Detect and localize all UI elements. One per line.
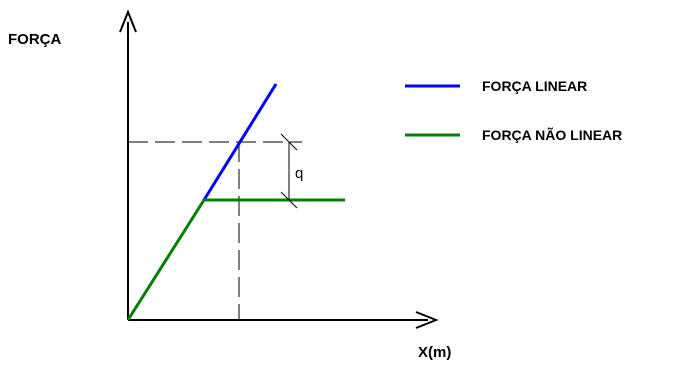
- x-axis-arrowhead: [415, 311, 439, 329]
- y-axis-arrowhead: [119, 9, 137, 33]
- q-dimension-tick-bottom: [280, 191, 298, 209]
- nonlinear-force-rising-segment: [126, 199, 206, 321]
- legend-nonlinear-label: FORÇA NÃO LINEAR: [482, 126, 622, 143]
- linear-force-line: [202, 83, 278, 201]
- x-axis-label: X(m): [418, 344, 451, 361]
- q-dimension-tick-top: [280, 133, 298, 151]
- q-label: q: [295, 165, 303, 182]
- y-axis-label: FORÇA: [8, 31, 61, 48]
- legend-linear-label: FORÇA LINEAR: [482, 78, 587, 94]
